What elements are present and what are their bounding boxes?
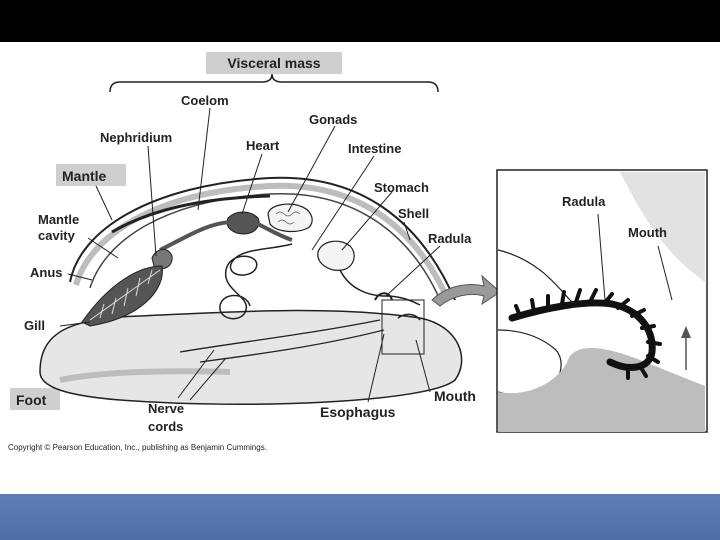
label-shell: Shell: [398, 206, 429, 221]
mantle-label-box: [56, 164, 126, 186]
gonads-shape: [267, 203, 313, 233]
foot-label-box: [10, 388, 60, 410]
radula-sac: [374, 292, 393, 301]
stomach-shape: [317, 240, 355, 271]
heart-shape: [226, 211, 260, 235]
shell-shading: [73, 182, 451, 302]
foot-shading: [59, 368, 231, 383]
inset-up-arrow-head: [681, 326, 691, 338]
coelom-line: [111, 194, 271, 234]
label-gonads: Gonads: [309, 112, 357, 127]
esophagus-tube: [339, 269, 421, 306]
label-visceral-mass: Visceral mass: [227, 55, 320, 71]
label-nerve-cords-1: Nerve: [148, 401, 184, 416]
copyright-notice: Copyright © Pearson Education, Inc., pub…: [8, 443, 267, 452]
label-nerve-cords-2: cords: [148, 419, 183, 434]
label-coelom: Coelom: [181, 93, 229, 108]
leader-lines: [59, 107, 673, 403]
inset-lower-tissue: [498, 348, 705, 432]
label-inset-mouth: Mouth: [628, 225, 667, 240]
label-mantle: Mantle: [62, 168, 107, 184]
radula-zoom-box: [381, 299, 425, 355]
label-intestine: Intestine: [348, 141, 401, 156]
heart-vessels: [159, 220, 293, 252]
intestine-coil: [219, 243, 293, 320]
shell-outline: [69, 176, 456, 301]
nerve-cords: [179, 319, 385, 363]
gill-lamellae: [89, 269, 161, 321]
visceral-mass-label-box: [206, 52, 342, 74]
label-esophagus: Esophagus: [320, 404, 396, 420]
bottom-blue-bar: [0, 494, 720, 540]
label-gill: Gill: [24, 318, 45, 333]
label-mouth: Mouth: [434, 388, 476, 404]
mantle-outline: [89, 193, 441, 301]
label-stomach: Stomach: [374, 180, 429, 195]
inset-upper-tissue: [498, 172, 705, 282]
label-mantle-cavity-1: Mantle: [38, 212, 79, 227]
mouth-opening: [397, 313, 421, 321]
top-black-bar: [0, 0, 720, 42]
label-radula: Radula: [428, 231, 472, 246]
label-heart: Heart: [246, 138, 280, 153]
visceral-mass-bracket: [109, 73, 439, 93]
gonads-texture: [275, 211, 301, 225]
zoom-arrow: [431, 274, 501, 307]
label-inset-radula: Radula: [562, 194, 606, 209]
label-foot: Foot: [16, 392, 47, 408]
foot-shape: [39, 309, 463, 405]
label-anus: Anus: [30, 265, 63, 280]
label-nephridium: Nephridium: [100, 130, 172, 145]
radula-teeth: [514, 288, 662, 380]
label-mantle-cavity-2: cavity: [38, 228, 76, 243]
